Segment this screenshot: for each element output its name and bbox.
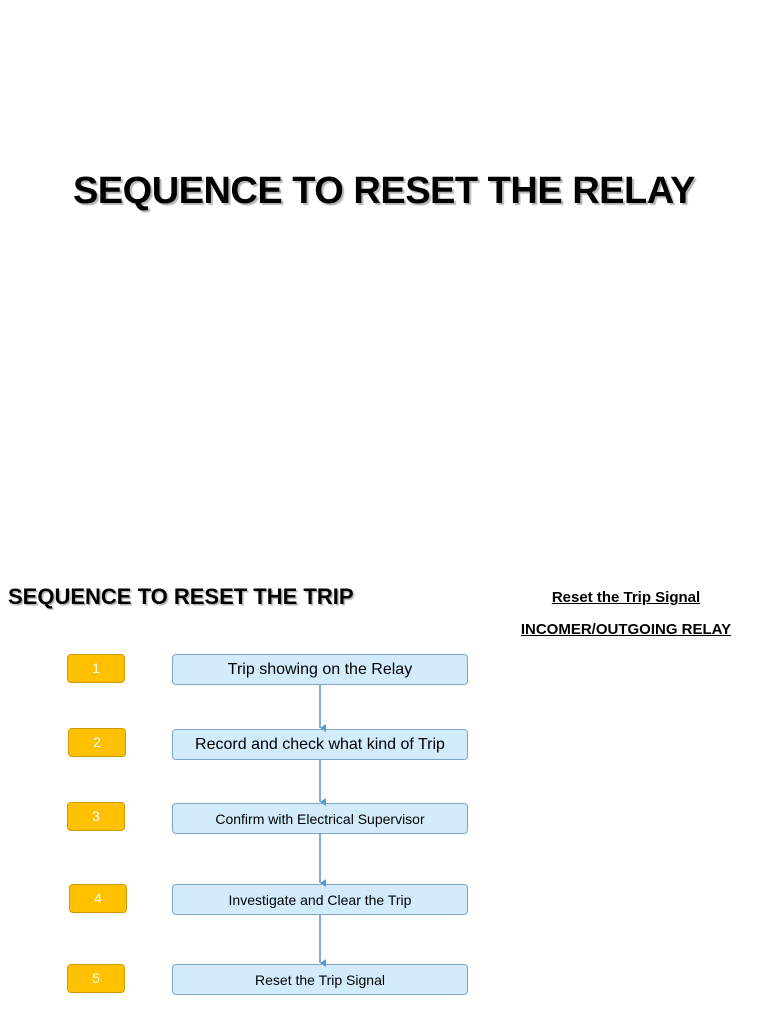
step-number-3: 3 [67, 802, 125, 831]
side-label-reset-signal: Reset the Trip Signal [551, 589, 701, 606]
step-number-2: 2 [68, 728, 126, 757]
step-box-2: Record and check what kind of Trip [172, 729, 468, 760]
step-box-1: Trip showing on the Relay [172, 654, 468, 685]
step-number-4: 4 [69, 884, 127, 913]
page-title: SEQUENCE TO RESET THE RELAY [72, 170, 696, 212]
step-box-4: Investigate and Clear the Trip [172, 884, 468, 915]
step-number-1: 1 [67, 654, 125, 683]
side-label-relay-type: INCOMER/OUTGOING RELAY [520, 621, 732, 638]
step-box-3: Confirm with Electrical Supervisor [172, 803, 468, 834]
diagram-title: SEQUENCE TO RESET THE TRIP [8, 584, 354, 609]
step-box-5: Reset the Trip Signal [172, 964, 468, 995]
step-number-5: 5 [67, 964, 125, 993]
